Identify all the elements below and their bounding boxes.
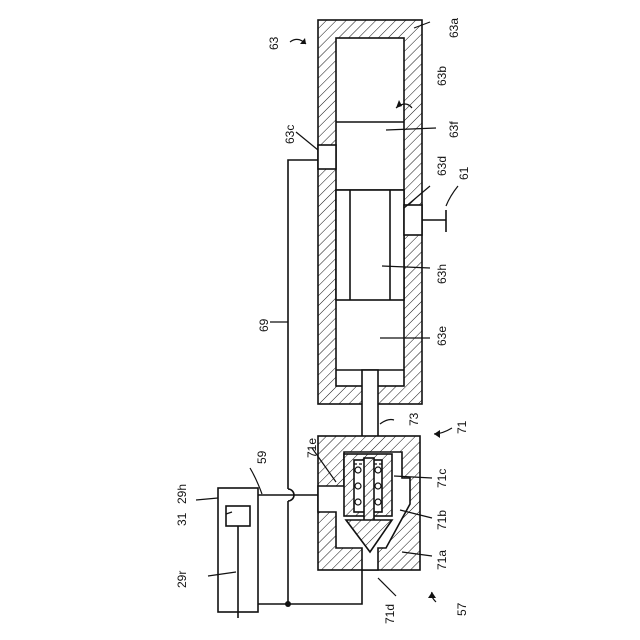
vent-61 xyxy=(422,210,446,232)
needle-stem-71b xyxy=(364,458,374,522)
port-63c xyxy=(318,145,336,169)
label-57: 57 xyxy=(455,602,469,616)
label-71b: 71b xyxy=(435,510,449,530)
label-63e: 63e xyxy=(435,326,449,346)
label-63: 63 xyxy=(267,36,281,50)
port-63d xyxy=(404,205,422,235)
label-63h: 63h xyxy=(435,264,449,284)
label-71a: 71a xyxy=(435,550,449,570)
label-71d: 71d xyxy=(383,604,397,624)
valve-71 xyxy=(318,436,420,570)
label-71c: 71c xyxy=(435,469,449,488)
piston-63h xyxy=(336,190,404,300)
label-59: 59 xyxy=(255,450,269,464)
cylinder-63 xyxy=(318,20,422,404)
label-63d: 63d xyxy=(435,156,449,176)
label-29r: 29r xyxy=(175,571,189,588)
sensor-31 xyxy=(226,506,250,526)
label-63b: 63b xyxy=(435,66,449,86)
label-63c: 63c xyxy=(283,125,297,144)
label-63f: 63f xyxy=(447,121,461,138)
label-73: 73 xyxy=(407,412,421,426)
junction-dot xyxy=(285,601,291,607)
pipe-69 xyxy=(288,160,318,604)
label-63a: 63a xyxy=(447,18,461,38)
label-61: 61 xyxy=(457,166,471,180)
label-29h: 29h xyxy=(175,484,189,504)
label-71e: 71e xyxy=(305,438,319,458)
label-71: 71 xyxy=(455,420,469,434)
reservoir-29 xyxy=(218,488,258,618)
label-69: 69 xyxy=(257,318,271,332)
label-31: 31 xyxy=(175,512,189,526)
